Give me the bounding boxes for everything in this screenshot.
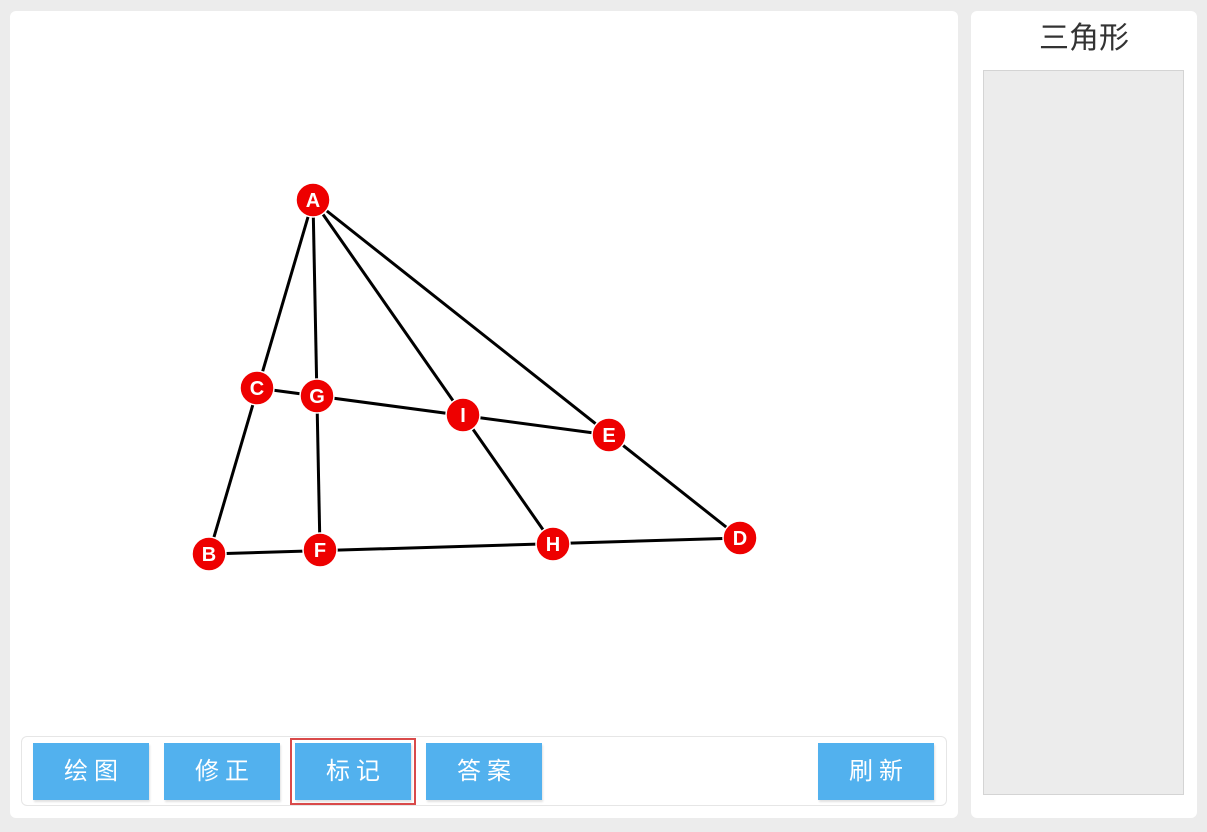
mark-button[interactable]: 标记 [290, 738, 416, 805]
point-F[interactable]: F [302, 532, 338, 568]
point-marker[interactable] [302, 532, 338, 568]
point-label: F [314, 540, 326, 562]
point-A[interactable]: A [295, 182, 331, 218]
triangle-list[interactable] [983, 70, 1184, 795]
point-label: I [460, 405, 466, 427]
point-label: A [306, 190, 320, 212]
point-marker[interactable] [191, 536, 227, 572]
point-label: D [733, 528, 747, 550]
point-label: E [602, 425, 615, 447]
segment-AF [311, 199, 322, 551]
point-marker[interactable] [445, 397, 481, 433]
point-label: C [250, 378, 264, 400]
answer-button[interactable]: 答案 [426, 743, 542, 800]
point-label: H [546, 534, 560, 556]
point-B[interactable]: B [191, 536, 227, 572]
point-G[interactable]: G [299, 378, 335, 414]
point-label: G [309, 386, 325, 408]
point-marker[interactable] [591, 417, 627, 453]
point-marker[interactable] [239, 370, 275, 406]
segment-AH [311, 199, 555, 545]
point-marker[interactable] [295, 182, 331, 218]
refresh-button[interactable]: 刷新 [818, 743, 934, 800]
segment-BD [208, 536, 741, 556]
side-title: 三角形 [1039, 21, 1129, 56]
side-panel: 三角形 [971, 11, 1197, 818]
point-marker[interactable] [299, 378, 335, 414]
point-marker[interactable] [535, 526, 571, 562]
toolbar: 绘图 修正 标记 答案 刷新 [21, 736, 947, 806]
geometry-diagram[interactable]: A B C D E F G H I [10, 11, 958, 731]
point-I[interactable]: I [445, 397, 481, 433]
point-label: B [202, 544, 216, 566]
point-E[interactable]: E [591, 417, 627, 453]
fix-button[interactable]: 修正 [164, 743, 280, 800]
point-D[interactable]: D [722, 520, 758, 556]
segment-AD [312, 198, 741, 540]
point-H[interactable]: H [535, 526, 571, 562]
point-marker[interactable] [722, 520, 758, 556]
draw-button[interactable]: 绘图 [33, 743, 149, 800]
canvas-panel: A B C D E F G H I 绘图 修正 标记 答案 刷新 [10, 11, 958, 818]
point-C[interactable]: C [239, 370, 275, 406]
